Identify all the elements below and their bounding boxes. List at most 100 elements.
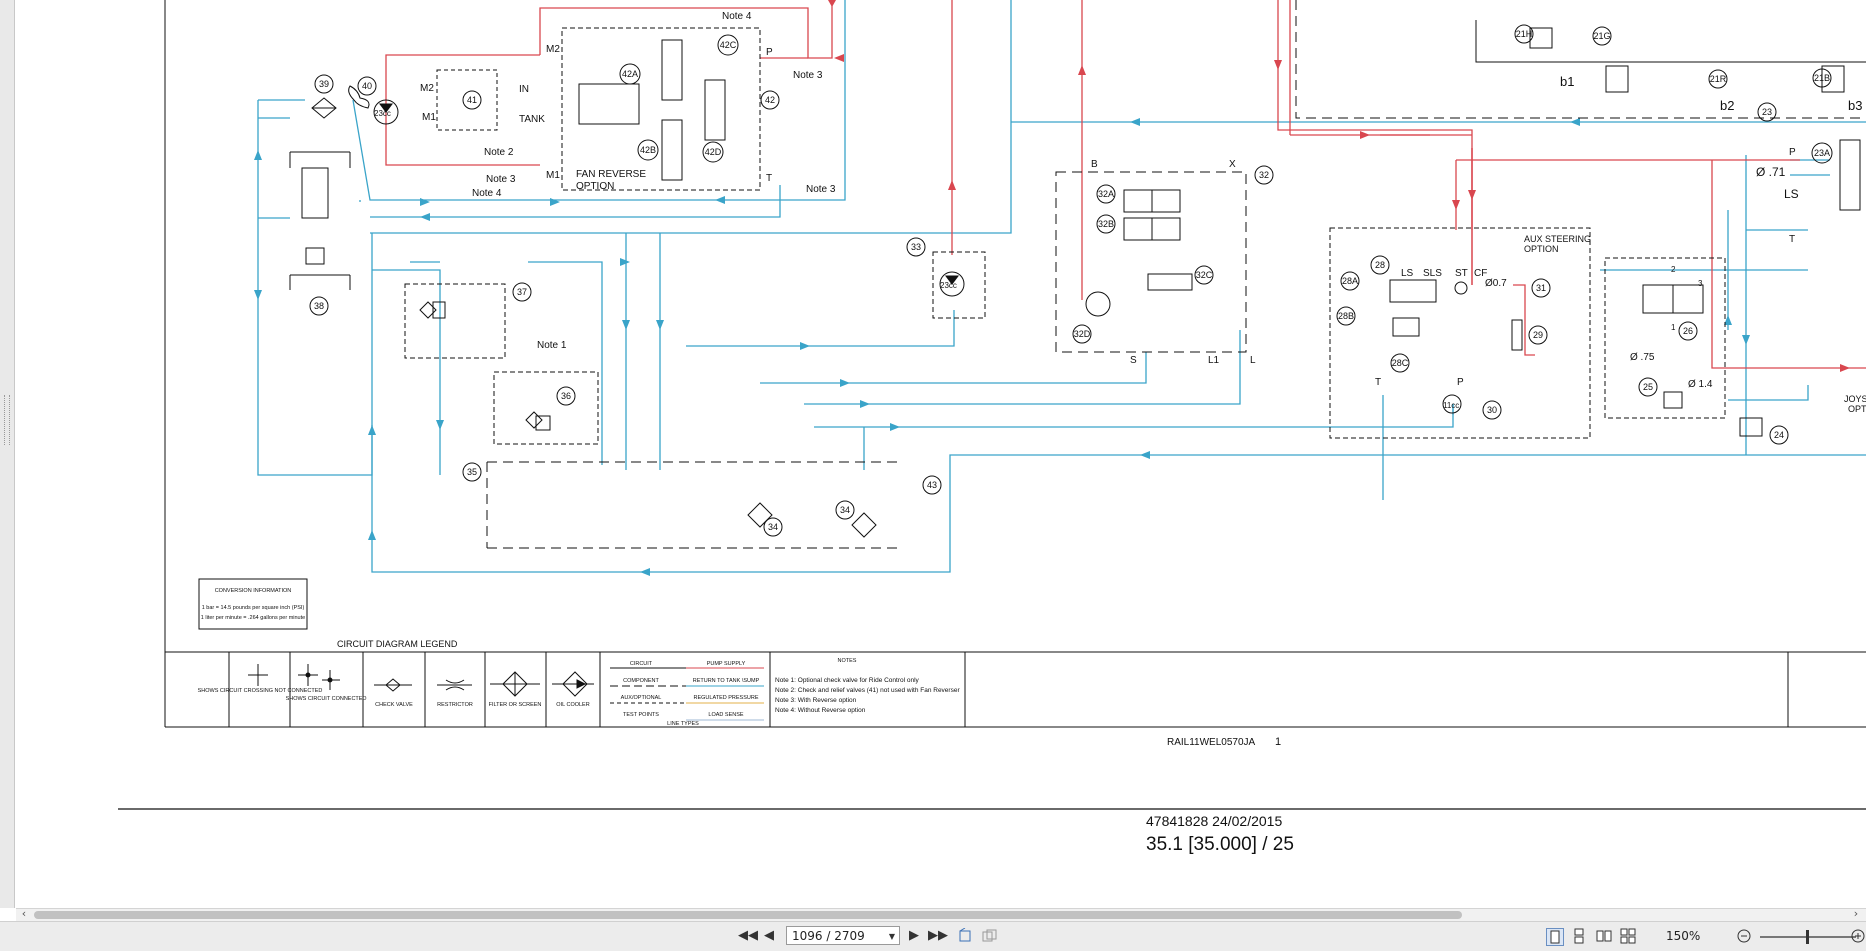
port-m1-bottom: M1 — [546, 170, 560, 181]
page-number-input[interactable]: 1096 / 2709▼ — [786, 926, 900, 945]
svg-text:42D: 42D — [705, 147, 722, 157]
callout-34a: 34 — [763, 517, 783, 537]
next-page-icon[interactable]: ▶ — [909, 928, 919, 943]
callout-42: 42 — [760, 90, 780, 110]
port-m1-left: M1 — [422, 112, 436, 123]
port-p: P — [766, 47, 773, 58]
last-page-icon[interactable]: ▶▶ — [928, 928, 948, 943]
previous-page-icon[interactable]: ◀ — [764, 928, 774, 943]
svg-text:OIL COOLER: OIL COOLER — [556, 702, 589, 708]
svg-text:36: 36 — [561, 391, 571, 401]
note-1-text: Note 1: Optional check valve for Ride Co… — [775, 677, 920, 684]
svg-text:42: 42 — [765, 95, 775, 105]
callout-32a: 32A — [1096, 184, 1116, 204]
svg-text:LINE TYPES: LINE TYPES — [667, 721, 699, 727]
document-viewer[interactable]: Note 4 Note 3 Note 2 Note 3 Note 4 Note … — [0, 0, 1866, 908]
port-t-28: T — [1375, 377, 1381, 388]
zoom-slider-thumb[interactable] — [1806, 930, 1809, 944]
port-2: 2 — [1671, 265, 1676, 274]
port-p-28: P — [1457, 377, 1464, 388]
svg-text:COMPONENT: COMPONENT — [623, 678, 659, 684]
port-s: S — [1130, 355, 1137, 366]
svg-text:PUMP SUPPLY: PUMP SUPPLY — [707, 661, 746, 667]
port-m2-top: M2 — [546, 44, 560, 55]
svg-text:34: 34 — [840, 505, 850, 515]
pump-23cc-label: 23cc — [940, 281, 957, 290]
return-lines — [257, 0, 1866, 573]
first-page-icon[interactable]: ◀◀ — [738, 928, 758, 943]
svg-text:38: 38 — [314, 301, 324, 311]
svg-text:23: 23 — [1762, 107, 1772, 117]
svg-text:RESTRICTOR: RESTRICTOR — [437, 702, 473, 708]
port-sls: SLS — [1423, 268, 1442, 279]
note-2-label: Note 2 — [484, 147, 514, 158]
callout-35: 35 — [462, 462, 482, 482]
scrollbar-thumb[interactable] — [34, 911, 1462, 919]
callout-42a: 42A — [619, 63, 641, 85]
side-panel-handle[interactable] — [0, 0, 15, 908]
drawing-id: RAIL11WEL0570JA — [1167, 737, 1256, 748]
orifice-071-label: Ø .71 — [1756, 165, 1786, 179]
horizontal-scrollbar[interactable]: ‹ › — [16, 907, 1866, 921]
callout-21r: 21R — [1708, 69, 1728, 89]
scroll-right-icon[interactable]: › — [1853, 907, 1859, 920]
port-ls: LS — [1401, 268, 1414, 279]
callout-32c: 32C — [1194, 265, 1214, 285]
document-page: Note 4 Note 3 Note 2 Note 3 Note 4 Note … — [16, 0, 1866, 900]
port-1: 1 — [1671, 323, 1676, 332]
scroll-left-icon[interactable]: ‹ — [21, 907, 27, 920]
callout-37: 37 — [512, 282, 532, 302]
zoom-in-icon[interactable] — [1850, 928, 1866, 944]
doc-number: 47841828 24/02/2015 — [1146, 813, 1282, 829]
note-2-text: Note 2: Check and relief valves (41) not… — [775, 687, 960, 694]
svg-text:REGULATED PRESSURE: REGULATED PRESSURE — [694, 695, 759, 701]
svg-text:RETURN TO TANK \SUMP: RETURN TO TANK \SUMP — [693, 678, 760, 684]
svg-text:43: 43 — [927, 480, 937, 490]
legend: CIRCUIT DIAGRAM LEGEND SHOWS CIRCUIT CRO… — [198, 639, 961, 727]
callout-28: 28 — [1370, 255, 1390, 275]
supply-arrows — [828, 0, 1850, 372]
port-ls-right: LS — [1784, 187, 1799, 201]
bottom-toolbar: ◀◀ ◀ 1096 / 2709▼ ▶ ▶▶ 150% — [0, 921, 1866, 951]
callout-33: 33 — [906, 237, 926, 257]
diagram-labels: Note 4 Note 3 Note 2 Note 3 Note 4 Note … — [374, 11, 1866, 414]
two-page-view-icon[interactable] — [1596, 928, 1612, 944]
svg-text:21B: 21B — [1814, 73, 1830, 83]
continuous-view-icon[interactable] — [1571, 928, 1587, 944]
callout-34b: 34 — [835, 500, 855, 520]
svg-text:23A: 23A — [1814, 148, 1830, 158]
port-l: L — [1250, 355, 1256, 366]
zoom-out-icon[interactable] — [1736, 928, 1752, 944]
port-t-right: T — [1789, 234, 1795, 245]
fit-page-icon[interactable] — [981, 928, 997, 944]
single-page-view-icon[interactable] — [1546, 928, 1564, 946]
svg-text:32A: 32A — [1098, 189, 1114, 199]
svg-text:34: 34 — [768, 522, 778, 532]
port-3: 3 — [1698, 279, 1703, 288]
svg-text:1 bar = 14.5 pounds per square: 1 bar = 14.5 pounds per square inch (PSI… — [202, 605, 305, 611]
label-b3: b3 — [1848, 98, 1862, 113]
callout-31: 31 — [1531, 278, 1551, 298]
svg-text:26: 26 — [1683, 326, 1693, 336]
grip-icon[interactable] — [4, 395, 10, 445]
callouts: 39 40 41 42A 42B 42C 42D 42 37 38 36 35 … — [309, 24, 1833, 537]
callout-29: 29 — [1528, 325, 1548, 345]
port-t: T — [766, 173, 772, 184]
page-footer: RAIL11WEL0570JA 1 47841828 24/02/2015 35… — [1146, 736, 1294, 855]
svg-text:30: 30 — [1487, 405, 1497, 415]
note-3-t-label: Note 3 — [806, 184, 836, 195]
svg-text:32: 32 — [1259, 170, 1269, 180]
note-3-text: Note 3: With Reverse option — [775, 697, 857, 704]
label-b1: b1 — [1560, 74, 1574, 89]
chevron-down-icon[interactable]: ▼ — [888, 932, 895, 941]
svg-text:21H: 21H — [1516, 29, 1533, 39]
rotate-page-icon[interactable] — [957, 927, 973, 944]
note-1-label: Note 1 — [537, 340, 567, 351]
two-page-continuous-icon[interactable] — [1620, 928, 1636, 944]
callout-36: 36 — [556, 386, 576, 406]
callout-21g: 21G — [1592, 26, 1612, 46]
zoom-level[interactable]: 150% — [1666, 929, 1701, 943]
svg-text:1 liter per minute = .264 gall: 1 liter per minute = .264 gallons per mi… — [201, 615, 305, 621]
conversion-info: CONVERSION INFORMATION 1 bar = 14.5 poun… — [201, 588, 305, 621]
callout-38: 38 — [309, 296, 329, 316]
